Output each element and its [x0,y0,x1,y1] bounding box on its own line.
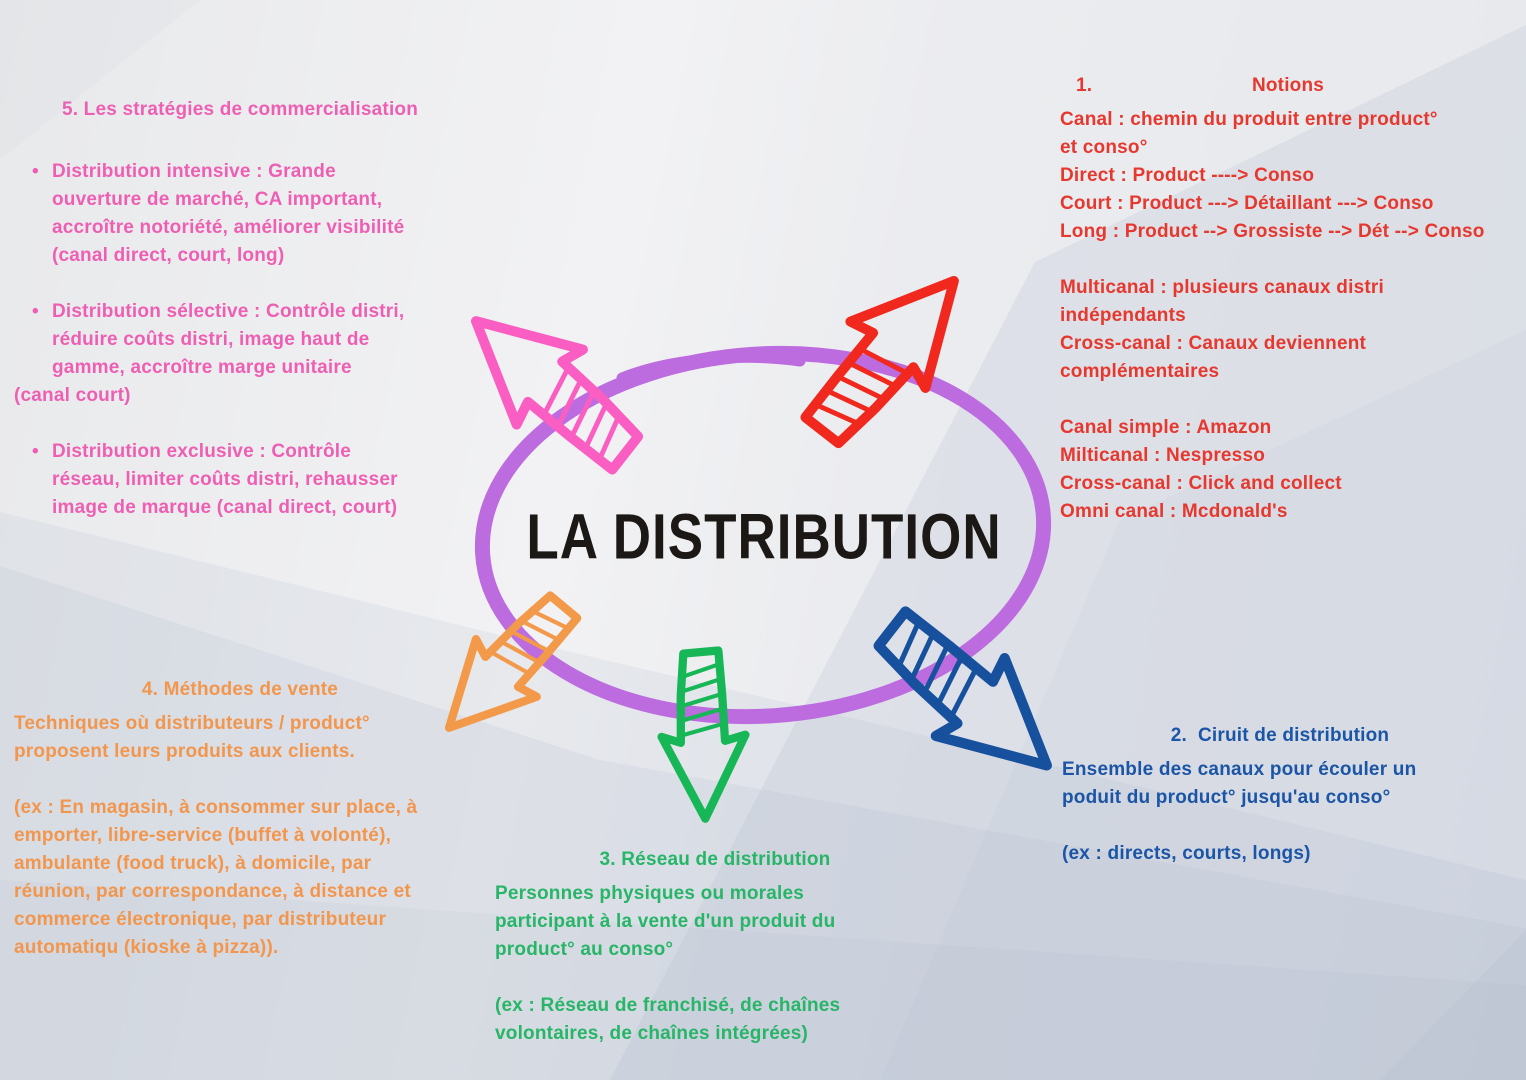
section-circuit: 2. Ciruit de distribution Ensemble des c… [1062,722,1462,868]
strategies-bullet-selective-tail: (canal court) [14,385,131,406]
circuit-body: Ensemble des canaux pour écouler un podu… [1062,759,1417,808]
section-strategies: 5. Les stratégies de commercialisation D… [14,96,466,550]
methodes-heading: 4. Méthodes de vente [141,679,339,700]
circuit-example: (ex : directs, courts, longs) [1062,843,1311,864]
strategies-bullet-exclusive: Distribution exclusive : Contrôle réseau… [14,438,466,522]
strategies-bullet-intensive: Distribution intensive : Grande ouvertur… [14,158,466,270]
notions-canal-paragraph: Canal : chemin du produit entre product°… [1060,109,1485,242]
notions-examples-paragraph: Canal simple : Amazon Milticanal : Nespr… [1060,417,1342,522]
notions-multicanal-paragraph: Multicanal : plusieurs canaux distri ind… [1060,277,1384,382]
page-title: LA DISTRIBUTION [526,502,1002,573]
strategies-bullet-intensive-text: Distribution intensive : Grande ouvertur… [52,161,405,266]
notions-heading: 1. Notions [1060,72,1516,100]
strategies-bullet-exclusive-text: Distribution exclusive : Contrôle réseau… [52,441,398,518]
section-reseau: 3. Réseau de distribution Personnes phys… [495,846,935,1048]
methodes-body: Techniques où distributeurs / product° p… [14,713,370,762]
section-notions: 1. Notions Canal : chemin du produit ent… [1060,72,1516,526]
circuit-heading: 2. Ciruit de distribution [1170,725,1390,746]
reseau-body: Personnes physiques ou morales participa… [495,883,836,960]
strategies-bullet-selective-text: Distribution sélective : Contrôle distri… [52,301,405,378]
strategies-heading: 5. Les stratégies de commercialisation [61,99,419,120]
section-methodes: 4. Méthodes de vente Techniques où distr… [14,676,466,962]
notions-heading-label: Notions [1251,75,1325,96]
reseau-example: (ex : Réseau de franchisé, de chaînes vo… [495,995,841,1044]
reseau-heading: 3. Réseau de distribution [599,849,831,870]
arrow-down-icon [647,636,761,831]
strategies-bullet-selective: Distribution sélective : Contrôle distri… [14,298,466,410]
notions-heading-number: 1. [1076,75,1093,96]
methodes-example: (ex : En magasin, à consommer sur place,… [14,797,418,958]
